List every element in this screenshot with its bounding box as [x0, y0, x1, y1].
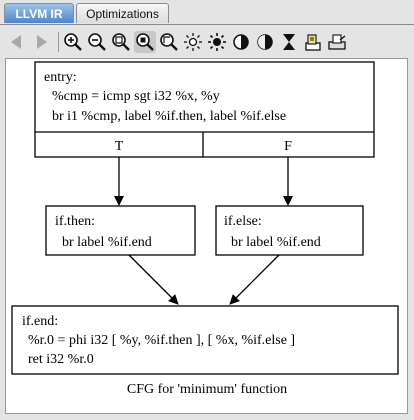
entry-instruction-icmp: %cmp = icmp sgt i32 %x, %y	[52, 89, 220, 104]
edge-if-else-to-if-end	[229, 254, 280, 305]
if-then-instruction: br label %if.end	[62, 235, 152, 250]
brightness-low-icon[interactable]	[182, 31, 204, 53]
tab-llvm-ir[interactable]: LLVM IR	[4, 3, 74, 23]
hourglass-icon[interactable]	[278, 31, 300, 53]
zoom-selection-icon[interactable]	[158, 31, 180, 53]
zoom-out-icon[interactable]	[86, 31, 108, 53]
if-end-instruction-phi: %r.0 = phi i32 [ %y, %if.then ], [ %x, %…	[28, 333, 295, 348]
if-end-block[interactable]: if.end: %r.0 = phi i32 [ %y, %if.then ],…	[11, 305, 399, 375]
entry-label: entry:	[44, 70, 77, 85]
toolbar-separator	[58, 32, 59, 52]
graph-caption: CFG for 'minimum' function	[127, 382, 287, 397]
contrast-invert-icon[interactable]	[254, 31, 276, 53]
entry-block[interactable]: entry: %cmp = icmp sgt i32 %x, %y br i1 …	[34, 61, 375, 158]
graph-canvas[interactable]: entry: %cmp = icmp sgt i32 %x, %y br i1 …	[5, 58, 408, 414]
if-else-block[interactable]: if.else: br label %if.end	[215, 205, 364, 256]
if-end-label: if.end:	[22, 314, 58, 329]
edge-if-then-to-if-end	[128, 254, 179, 305]
tab-optimizations[interactable]: Optimizations	[76, 3, 169, 23]
export-icon[interactable]	[302, 31, 324, 53]
tab-bar: LLVM IR Optimizations	[0, 0, 414, 26]
back-arrow-icon[interactable]	[6, 31, 28, 53]
toolbar	[0, 26, 414, 60]
false-branch-port[interactable]: F	[284, 139, 292, 154]
print-icon[interactable]	[326, 31, 348, 53]
zoom-actual-icon[interactable]	[134, 31, 156, 53]
if-else-instruction: br label %if.end	[231, 235, 321, 250]
contrast-half-icon[interactable]	[230, 31, 252, 53]
forward-arrow-icon[interactable]	[30, 31, 52, 53]
zoom-fit-icon[interactable]	[110, 31, 132, 53]
if-then-block[interactable]: if.then: br label %if.end	[45, 205, 196, 256]
entry-instruction-br: br i1 %cmp, label %if.then, label %if.el…	[52, 109, 286, 124]
if-end-instruction-ret: ret i32 %r.0	[28, 352, 94, 367]
true-branch-port[interactable]: T	[115, 139, 124, 154]
zoom-in-icon[interactable]	[62, 31, 84, 53]
tab-bar-divider	[0, 24, 414, 25]
if-else-label: if.else:	[224, 214, 262, 229]
if-then-label: if.then:	[55, 214, 95, 229]
cfg-graph: entry: %cmp = icmp sgt i32 %x, %y br i1 …	[11, 61, 399, 397]
brightness-high-icon[interactable]	[206, 31, 228, 53]
